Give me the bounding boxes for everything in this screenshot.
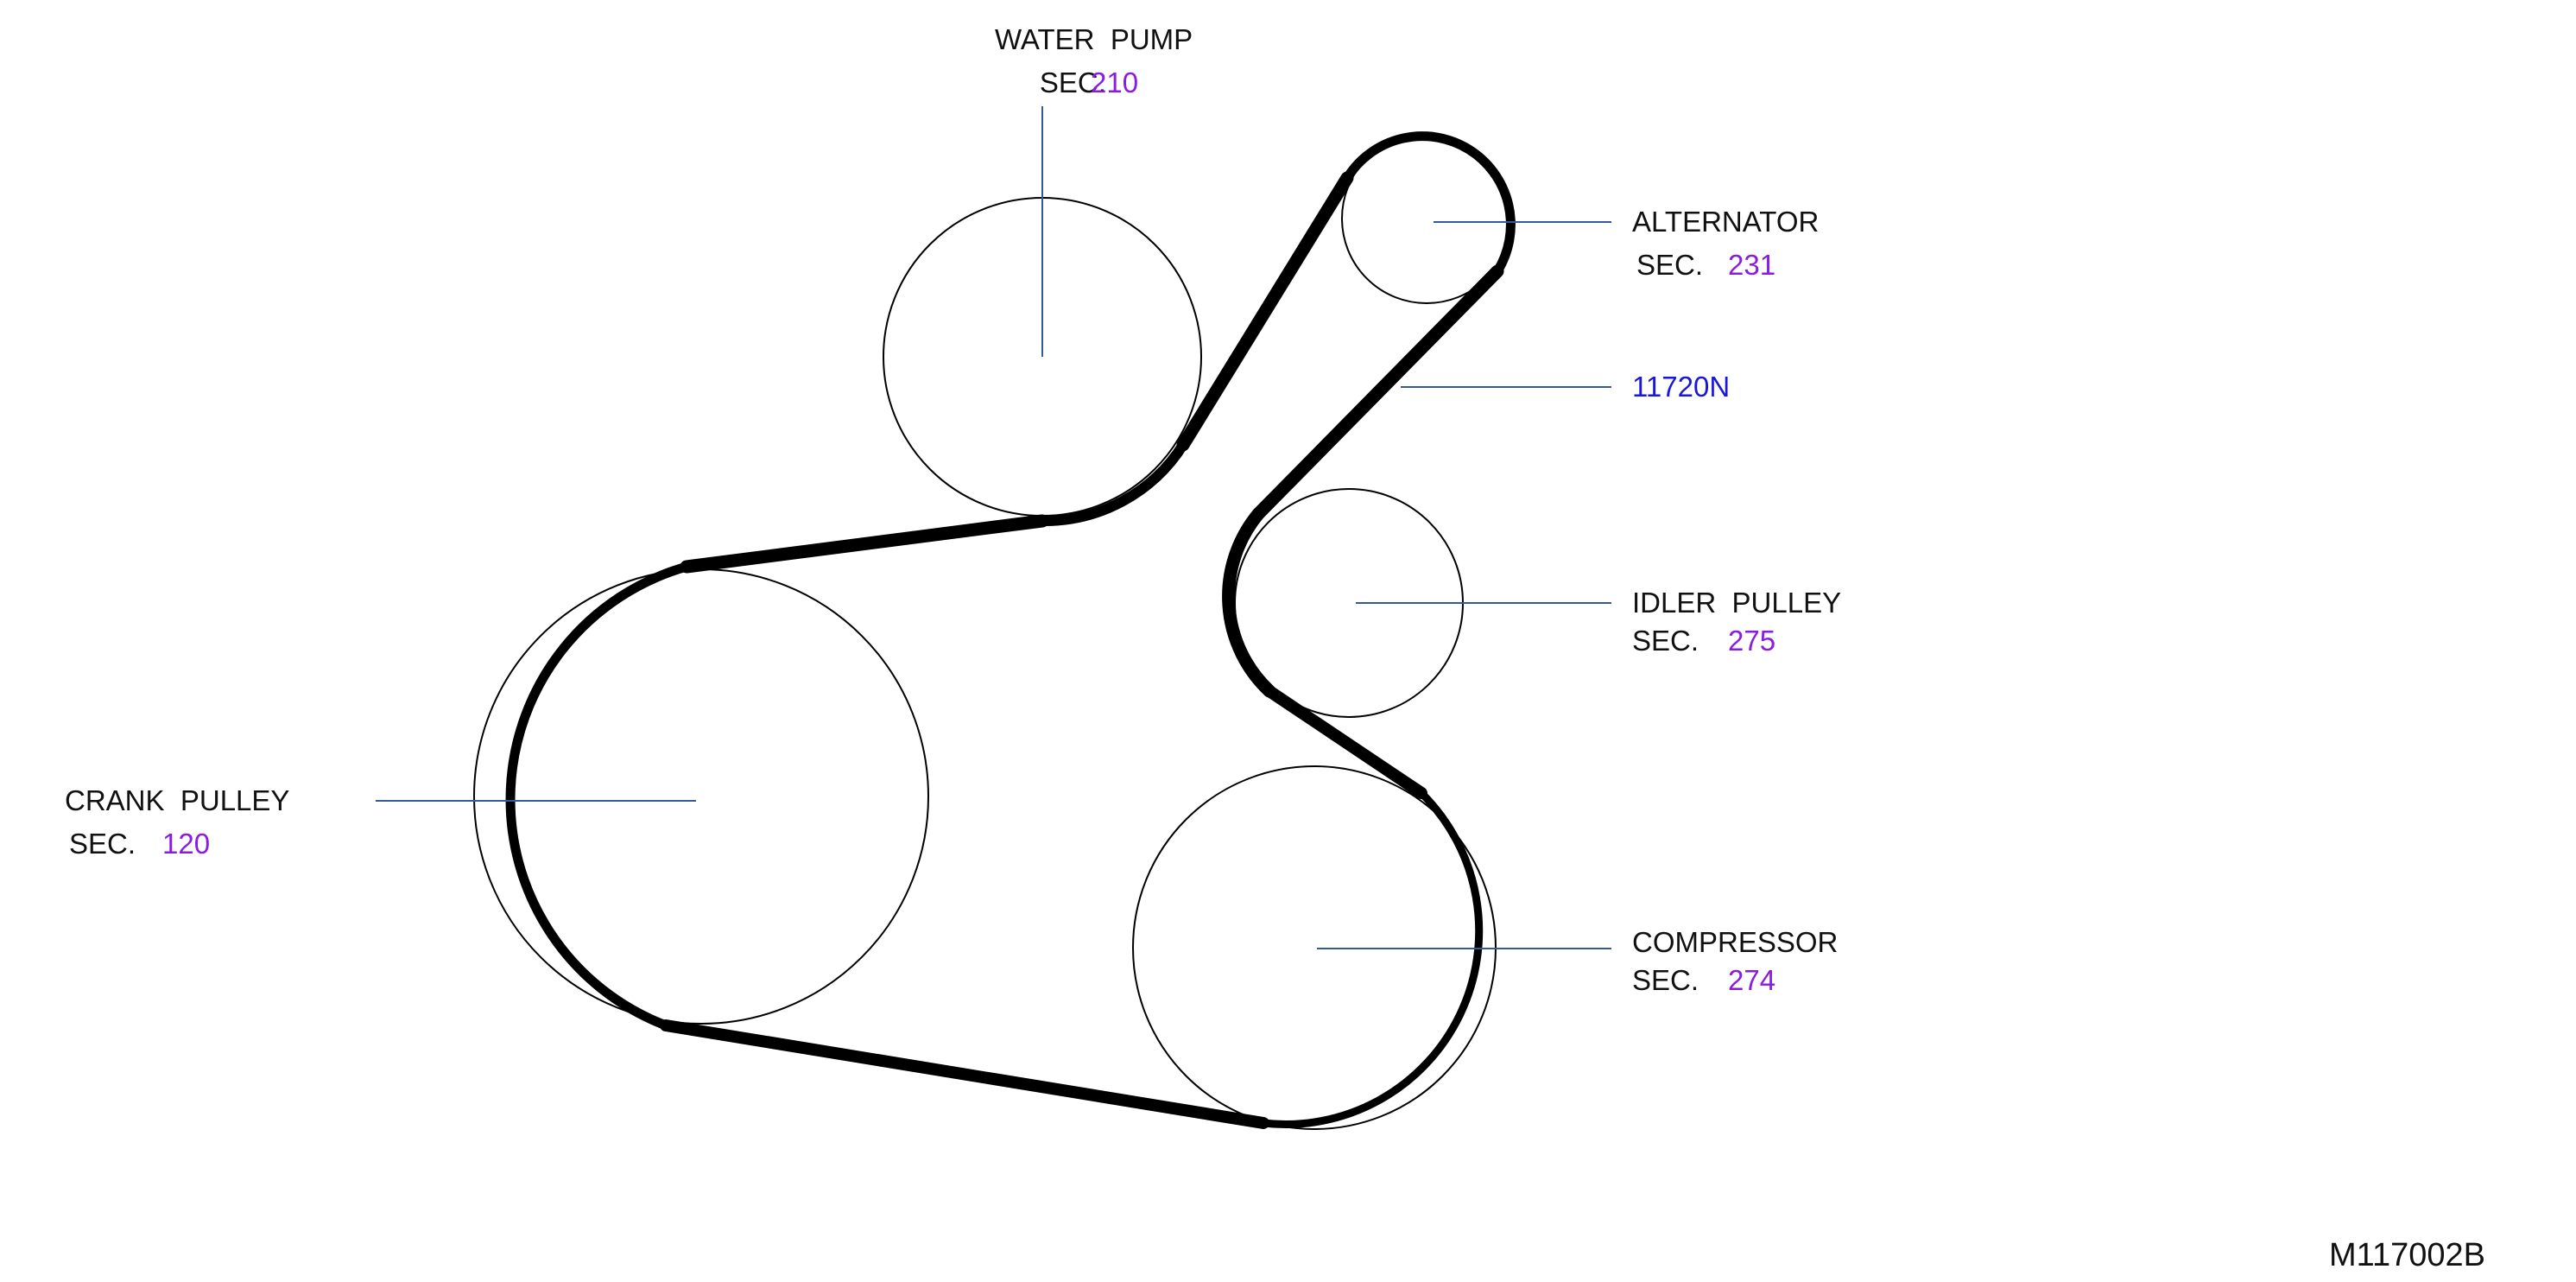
- drive-belt: [505, 131, 1516, 1129]
- idler-pulley-sec-link[interactable]: 275: [1728, 625, 1775, 657]
- crank-pulley-sec-link[interactable]: 120: [162, 828, 210, 860]
- water-pump-sec-prefix: SEC.: [1040, 67, 1106, 98]
- water-pump-sec-link[interactable]: 210: [1091, 67, 1138, 98]
- crank-pulley-label: CRANK PULLEY: [65, 784, 289, 816]
- alternator-label: ALTERNATOR: [1632, 206, 1819, 238]
- crank-pulley-sec-prefix: SEC.: [69, 828, 136, 860]
- compressor-label: COMPRESSOR: [1632, 926, 1838, 958]
- crank-pulley: [473, 568, 929, 1025]
- water-pump-sec: SEC.: [1000, 67, 1130, 98]
- water-pump-label: WATER PUMP: [995, 23, 1193, 55]
- alternator-sec-link[interactable]: 231: [1728, 249, 1775, 281]
- idler-pulley-label: IDLER PULLEY: [1632, 587, 1841, 619]
- belt-part-number-link[interactable]: 11720N: [1632, 371, 1730, 403]
- diagram-code: M117002B: [2329, 1237, 2485, 1273]
- idler-pulley-sec-prefix: SEC.: [1632, 625, 1699, 657]
- compressor-sec-prefix: SEC.: [1632, 964, 1699, 996]
- compressor-sec-link[interactable]: 274: [1728, 964, 1775, 996]
- alternator-sec-prefix: SEC.: [1636, 249, 1703, 281]
